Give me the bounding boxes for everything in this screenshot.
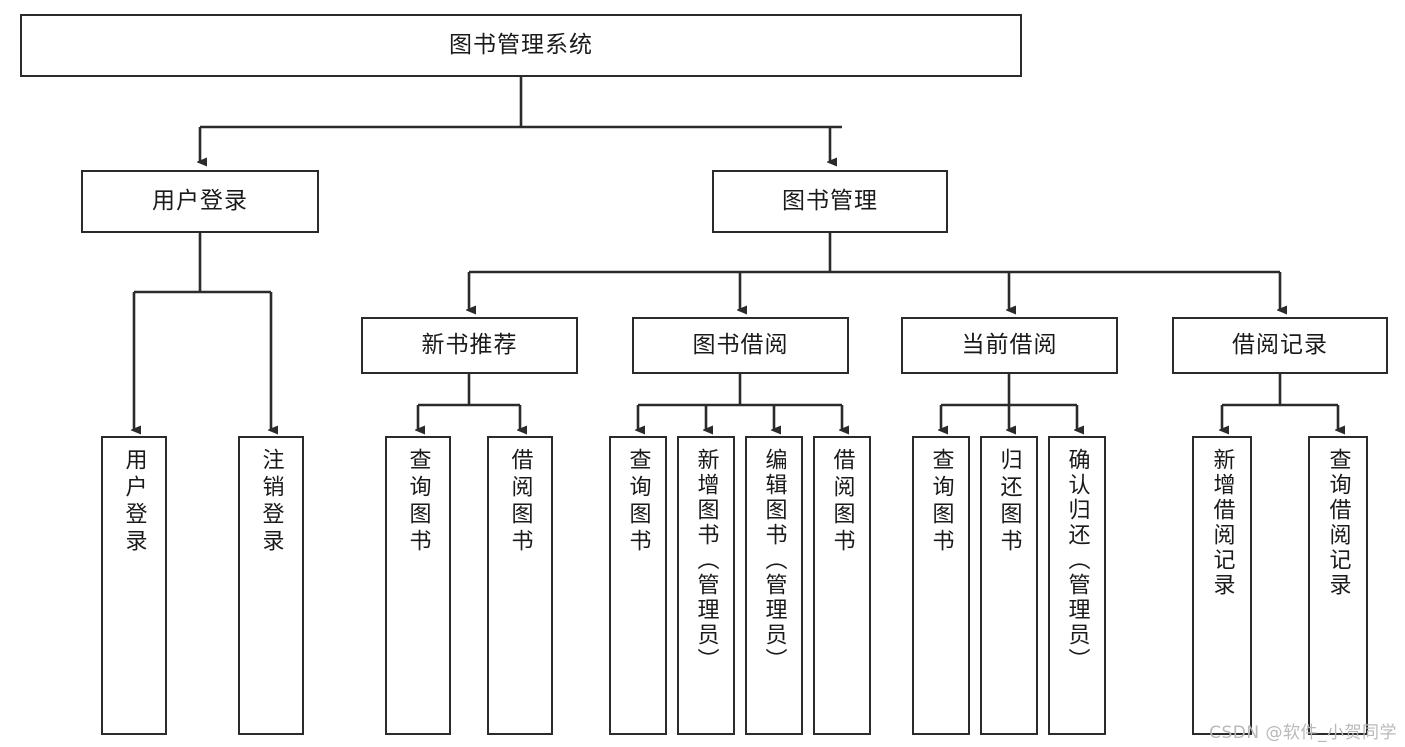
node-leaf-confirm-return-admin-label: 确认归还（管理员） xyxy=(1064,448,1090,673)
node-leaf-query-book-1[interactable]: 查询图书 xyxy=(385,436,451,735)
node-leaf-borrow-book-2-label: 借阅图书 xyxy=(829,448,855,556)
node-leaf-query-record-label: 查询借阅记录 xyxy=(1325,448,1351,598)
node-new-book-rec-label: 新书推荐 xyxy=(421,332,518,359)
node-leaf-borrow-book-1[interactable]: 借阅图书 xyxy=(487,436,553,735)
node-leaf-query-record[interactable]: 查询借阅记录 xyxy=(1308,436,1368,735)
node-book-manage-label: 图书管理 xyxy=(782,188,878,215)
node-leaf-query-book-2[interactable]: 查询图书 xyxy=(609,436,667,735)
node-leaf-borrow-book-2[interactable]: 借阅图书 xyxy=(813,436,871,735)
node-book-borrow[interactable]: 图书借阅 xyxy=(632,317,849,374)
node-leaf-return-book[interactable]: 归还图书 xyxy=(980,436,1038,735)
node-leaf-user-login[interactable]: 用户登录 xyxy=(101,436,167,735)
node-leaf-logout[interactable]: 注销登录 xyxy=(238,436,304,735)
node-root-label: 图书管理系统 xyxy=(449,32,593,59)
node-leaf-query-book-1-label: 查询图书 xyxy=(405,448,431,556)
node-leaf-add-record[interactable]: 新增借阅记录 xyxy=(1192,436,1252,735)
node-book-borrow-label: 图书借阅 xyxy=(692,332,789,359)
node-leaf-add-book-admin[interactable]: 新增图书（管理员） xyxy=(677,436,735,735)
node-root[interactable]: 图书管理系统 xyxy=(20,14,1022,77)
node-new-book-rec[interactable]: 新书推荐 xyxy=(361,317,578,374)
node-leaf-user-login-label: 用户登录 xyxy=(121,448,147,556)
node-leaf-edit-book-admin-label: 编辑图书（管理员） xyxy=(761,448,787,673)
node-current-borrow-label: 当前借阅 xyxy=(961,332,1058,359)
node-book-manage[interactable]: 图书管理 xyxy=(712,170,948,233)
node-leaf-borrow-book-1-label: 借阅图书 xyxy=(507,448,533,556)
node-user-login[interactable]: 用户登录 xyxy=(81,170,319,233)
node-borrow-record[interactable]: 借阅记录 xyxy=(1172,317,1388,374)
node-borrow-record-label: 借阅记录 xyxy=(1232,332,1328,359)
node-current-borrow[interactable]: 当前借阅 xyxy=(901,317,1118,374)
node-user-login-label: 用户登录 xyxy=(152,188,248,215)
node-leaf-edit-book-admin[interactable]: 编辑图书（管理员） xyxy=(745,436,803,735)
csdn-watermark: CSDN @软件_小贺同学 xyxy=(1209,723,1397,743)
node-leaf-query-book-3[interactable]: 查询图书 xyxy=(912,436,970,735)
node-leaf-logout-label: 注销登录 xyxy=(258,448,284,556)
node-leaf-add-record-label: 新增借阅记录 xyxy=(1209,448,1235,598)
node-leaf-add-book-admin-label: 新增图书（管理员） xyxy=(693,448,719,673)
node-leaf-confirm-return-admin[interactable]: 确认归还（管理员） xyxy=(1048,436,1106,735)
node-leaf-query-book-2-label: 查询图书 xyxy=(625,448,651,556)
node-leaf-query-book-3-label: 查询图书 xyxy=(928,448,954,556)
node-leaf-return-book-label: 归还图书 xyxy=(996,448,1022,556)
